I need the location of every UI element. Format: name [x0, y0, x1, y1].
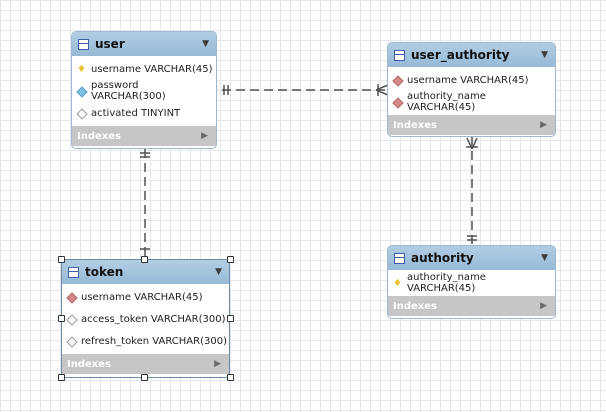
resize-handle-bottom-right[interactable] [227, 374, 234, 381]
column-icon [77, 87, 86, 96]
chevron-down-icon[interactable]: ▼ [541, 50, 548, 60]
notation-many-user_authority-bottom [466, 137, 478, 150]
chevron-right-icon[interactable]: ▶ [540, 120, 547, 130]
foreign-key-icon [393, 76, 402, 85]
column-row[interactable]: ♦ username VARCHAR(45) [72, 58, 216, 80]
primary-key-icon: ♦ [393, 277, 402, 289]
table-header[interactable]: authority ▼ [388, 246, 555, 270]
column-row[interactable]: authority_name VARCHAR(45) [388, 91, 555, 113]
notation-one-authority [467, 235, 477, 241]
nullable-column-icon [77, 109, 86, 118]
column-row[interactable]: access_token VARCHAR(300) [62, 308, 229, 330]
table-name: user_authority [411, 48, 510, 62]
chevron-down-icon[interactable]: ▼ [202, 39, 209, 49]
indexes-bar[interactable]: Indexes ▶ [388, 115, 555, 135]
column-row[interactable]: ♦ authority_name VARCHAR(45) [388, 272, 555, 294]
column-label: access_token VARCHAR(300) [81, 313, 226, 325]
column-row[interactable]: username VARCHAR(45) [62, 286, 229, 308]
indexes-label: Indexes [393, 119, 437, 131]
column-list: ♦ authority_name VARCHAR(45) [388, 270, 555, 296]
indexes-bar[interactable]: Indexes ▶ [388, 296, 555, 316]
column-row[interactable]: activated TINYINT [72, 102, 216, 124]
column-label: password VARCHAR(300) [91, 80, 166, 102]
column-label: username VARCHAR(45) [91, 63, 213, 75]
table-icon [78, 38, 89, 50]
column-list: username VARCHAR(45) access_token VARCHA… [62, 284, 229, 354]
nullable-column-icon [67, 337, 76, 346]
column-row[interactable]: password VARCHAR(300) [72, 80, 216, 102]
chevron-down-icon[interactable]: ▼ [541, 253, 548, 263]
indexes-label: Indexes [393, 300, 437, 312]
table-icon [68, 266, 79, 278]
table-header[interactable]: user_authority ▼ [388, 43, 555, 67]
column-label: refresh_token VARCHAR(300) [81, 335, 227, 347]
indexes-bar[interactable]: Indexes ▶ [72, 126, 216, 146]
table-header[interactable]: token ▼ [62, 260, 229, 284]
table-token[interactable]: token ▼ username VARCHAR(45) access_toke… [61, 259, 230, 378]
indexes-label: Indexes [67, 358, 111, 370]
indexes-label: Indexes [77, 130, 121, 142]
column-label: authority_name VARCHAR(45) [407, 272, 486, 294]
chevron-right-icon[interactable]: ▶ [201, 131, 208, 141]
foreign-key-icon [393, 98, 402, 107]
table-user-authority[interactable]: user_authority ▼ username VARCHAR(45) au… [387, 42, 556, 137]
table-name: authority [411, 251, 474, 265]
table-name: token [85, 265, 124, 279]
nullable-column-icon [67, 315, 76, 324]
chevron-right-icon[interactable]: ▶ [214, 359, 221, 369]
notation-one-user-bottom [140, 152, 150, 158]
resize-handle-top[interactable] [141, 256, 148, 263]
chevron-down-icon[interactable]: ▼ [215, 267, 222, 277]
foreign-key-icon [67, 293, 76, 302]
resize-handle-top-right[interactable] [227, 256, 234, 263]
column-label: activated TINYINT [91, 107, 181, 119]
table-name: user [95, 37, 125, 51]
notation-one-user [223, 85, 229, 95]
column-label: authority_name VARCHAR(45) [407, 91, 486, 113]
column-list: ♦ username VARCHAR(45) password VARCHAR(3… [72, 56, 216, 126]
column-label: username VARCHAR(45) [407, 74, 529, 86]
table-header[interactable]: user ▼ [72, 32, 216, 56]
resize-handle-right[interactable] [227, 315, 234, 322]
table-icon [394, 252, 405, 264]
resize-handle-top-left[interactable] [58, 256, 65, 263]
primary-key-icon: ♦ [77, 63, 86, 75]
table-icon [394, 49, 405, 61]
chevron-right-icon[interactable]: ▶ [540, 301, 547, 311]
table-user[interactable]: user ▼ ♦ username VARCHAR(45) password VA… [71, 31, 217, 149]
column-row[interactable]: refresh_token VARCHAR(300) [62, 330, 229, 352]
indexes-bar[interactable]: Indexes ▶ [62, 354, 229, 374]
resize-handle-bottom-left[interactable] [58, 374, 65, 381]
column-label: username VARCHAR(45) [81, 291, 203, 303]
resize-handle-left[interactable] [58, 315, 65, 322]
column-list: username VARCHAR(45) authority_name VARC… [388, 67, 555, 115]
resize-handle-bottom[interactable] [141, 374, 148, 381]
table-authority[interactable]: authority ▼ ♦authority_name VARCHAR(45) … [387, 245, 556, 319]
column-row[interactable]: username VARCHAR(45) [388, 69, 555, 91]
